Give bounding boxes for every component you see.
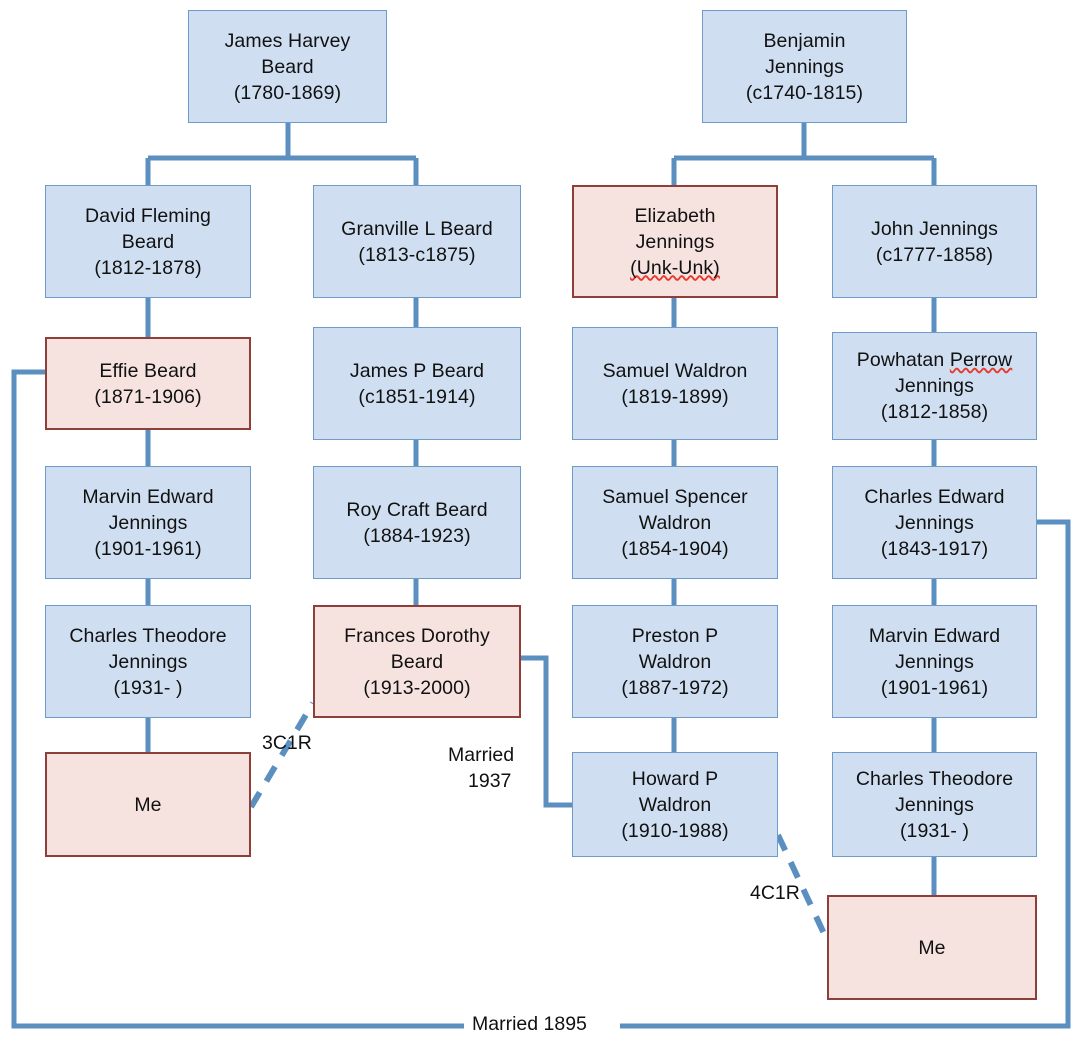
- person-line: (1884-1923): [363, 524, 471, 547]
- person-line: Beard: [261, 55, 314, 78]
- person-box-samuel-waldron[interactable]: Samuel Waldron (1819-1899): [572, 327, 778, 440]
- edge-label-cousin-3c1r: 3C1R: [262, 732, 312, 754]
- person-line: Jennings: [895, 793, 974, 816]
- person-line: Jennings: [108, 511, 188, 534]
- person-line: (1813-c1875): [358, 243, 476, 266]
- person-line: (1854-1904): [621, 537, 729, 560]
- person-line: (Unk-Unk): [630, 256, 720, 279]
- person-line: (1901-1961): [94, 537, 202, 560]
- person-box-preston-p-waldron[interactable]: Preston P Waldron (1887-1972): [572, 605, 778, 718]
- person-line: Jennings: [635, 230, 715, 253]
- person-line: (1910-1988): [621, 819, 729, 842]
- edge-label-married-1937-line1: Married: [448, 744, 515, 766]
- edge-label-cousin-4c1r: 4C1R: [750, 882, 800, 904]
- person-line: James P Beard: [349, 359, 485, 382]
- person-line: Benjamin: [763, 29, 846, 52]
- person-line: (1812-1858): [880, 401, 989, 423]
- person-line: Beard: [390, 650, 444, 673]
- person-box-me-left[interactable]: Me: [45, 752, 251, 857]
- person-line: (1931- ): [113, 676, 183, 699]
- person-line: (1913-2000): [363, 676, 471, 699]
- person-line: (1871-1906): [94, 385, 202, 408]
- person-line: Beard: [121, 230, 175, 253]
- person-line: James Harvey: [224, 29, 351, 52]
- person-box-roy-craft-beard[interactable]: Roy Craft Beard (1884-1923): [313, 466, 521, 579]
- person-line: Charles Theodore: [69, 624, 227, 647]
- person-box-me-right[interactable]: Me: [827, 895, 1037, 1000]
- person-line: Preston P: [631, 624, 719, 647]
- spellcheck-underline: Perrow: [949, 349, 1013, 371]
- person-line: Frances Dorothy: [344, 624, 490, 647]
- person-line: John Jennings: [870, 217, 999, 240]
- person-box-granville-l-beard[interactable]: Granville L Beard (1813-c1875): [313, 185, 521, 298]
- person-line: (c1740-1815): [745, 81, 864, 104]
- person-line: Marvin Edward: [868, 624, 1001, 647]
- person-box-effie-beard[interactable]: Effie Beard (1871-1906): [45, 337, 251, 430]
- person-line: Jennings: [895, 511, 974, 534]
- person-line: (1901-1961): [880, 676, 989, 699]
- person-line: (1887-1972): [621, 676, 729, 699]
- person-line: Jennings: [765, 55, 844, 78]
- person-box-howard-p-waldron[interactable]: Howard P Waldron (1910-1988): [572, 752, 778, 857]
- person-line: Effie Beard: [99, 359, 197, 382]
- person-line: Granville L Beard: [341, 217, 493, 240]
- person-line: Jennings: [895, 650, 974, 673]
- person-line: (c1777-1858): [875, 243, 994, 266]
- person-line: Me: [918, 936, 946, 959]
- person-line: (1780-1869): [233, 81, 342, 104]
- person-line: David Fleming: [85, 204, 211, 227]
- person-line: Marvin Edward: [82, 485, 214, 508]
- person-line: Charles Theodore: [855, 767, 1014, 790]
- person-box-john-jennings[interactable]: John Jennings (c1777-1858): [832, 185, 1037, 298]
- edge-label-married-1937-line2: 1937: [468, 770, 512, 792]
- person-line: Samuel Spencer: [602, 485, 748, 508]
- person-line: (1931- ): [899, 819, 970, 842]
- person-line: Elizabeth: [634, 204, 716, 227]
- person-line: (1843-1917): [880, 537, 989, 560]
- person-line: Waldron: [638, 650, 712, 673]
- person-line: (1812-1878): [94, 256, 202, 279]
- person-line: Waldron: [638, 511, 712, 534]
- person-line: Powhatan Perrow: [856, 349, 1013, 371]
- person-line: Roy Craft Beard: [346, 498, 488, 521]
- person-line: Waldron: [638, 793, 712, 816]
- person-line: Samuel Waldron: [602, 359, 748, 382]
- person-line: Jennings: [895, 375, 974, 397]
- person-line: Jennings: [108, 650, 188, 673]
- person-line: Howard P: [631, 767, 719, 790]
- person-line: Me: [134, 793, 162, 816]
- connector-married-1937: [521, 655, 572, 808]
- person-box-james-p-beard[interactable]: James P Beard (c1851-1914): [313, 327, 521, 440]
- person-line: Charles Edward: [864, 485, 1005, 508]
- person-line: (c1851-1914): [358, 385, 476, 408]
- edge-label-married-1895: Married 1895: [472, 1013, 587, 1035]
- person-line: (1819-1899): [621, 385, 729, 408]
